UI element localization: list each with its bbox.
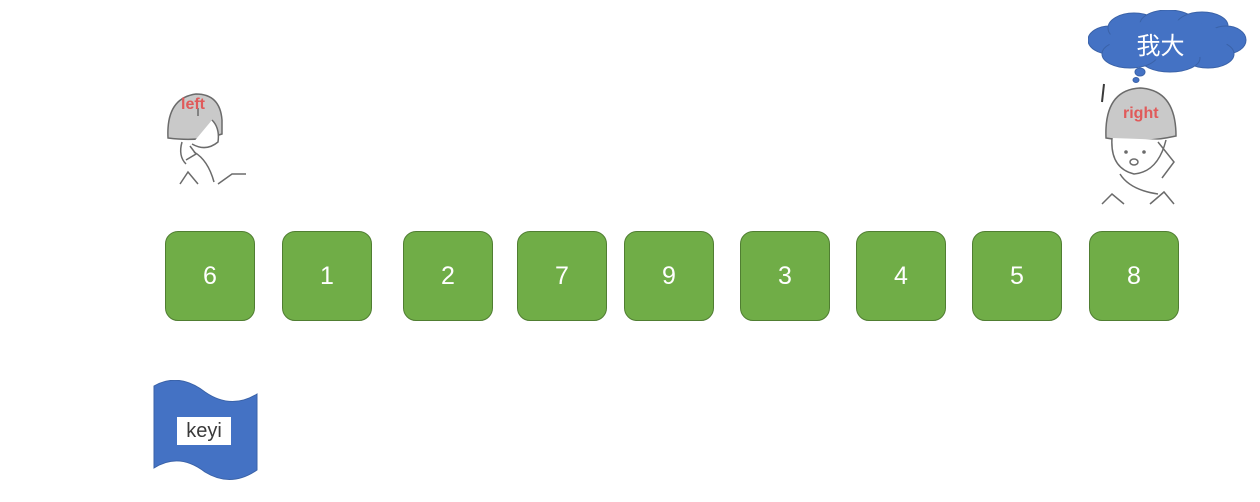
- speech-bubble-text: 我大: [1136, 32, 1185, 60]
- left-pointer-label: left: [181, 96, 205, 113]
- array-cell: 2: [403, 231, 493, 321]
- array-cell: 3: [740, 231, 830, 321]
- array-cell: 5: [972, 231, 1062, 321]
- array-cell: 7: [517, 231, 607, 321]
- cloud-bubble-icon: [1088, 10, 1247, 83]
- right-soldier-figure: [1100, 82, 1180, 206]
- array-cell: 4: [856, 231, 946, 321]
- right-pointer-label: right: [1123, 105, 1159, 122]
- array-cell: 1: [282, 231, 372, 321]
- left-soldier-figure: [160, 86, 252, 186]
- array-cell: 6: [165, 231, 255, 321]
- soldier-right-icon: [1101, 83, 1177, 205]
- array-cell: 9: [624, 231, 714, 321]
- soldier-left-icon: [167, 93, 246, 185]
- key-flag-label: keyi: [177, 417, 231, 445]
- array-cell: 8: [1089, 231, 1179, 321]
